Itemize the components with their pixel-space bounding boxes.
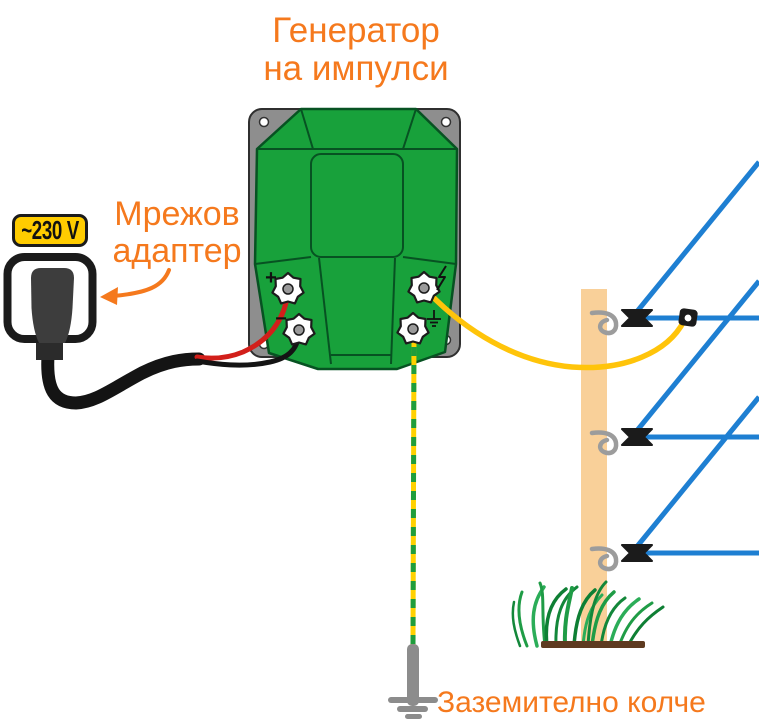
mains-adapter-label-line2: адаптер [112, 232, 242, 270]
stake-rod [407, 644, 419, 706]
hook-icon [589, 310, 619, 336]
grounding-stake [388, 644, 438, 719]
terminal-plus-label: + [265, 267, 277, 289]
generator-housing [253, 107, 459, 371]
arrow-curve [111, 268, 171, 298]
pulse-generator [248, 107, 461, 371]
terminal-earth-knob [396, 311, 430, 345]
terminal-plus-knob [271, 271, 305, 305]
terminal-fence-knob [407, 270, 441, 304]
ground-wire [410, 332, 417, 647]
screw-hole-icon [440, 116, 452, 128]
fence-wire-diagonal-3 [633, 395, 759, 551]
plug-stub [36, 343, 63, 360]
grounding-stake-label: Заземително колче [437, 686, 706, 719]
lightning-icon [436, 265, 447, 291]
fence-wire-diagonal-1 [633, 160, 759, 316]
mains-adapter-label: Мрежов адаптер [100, 196, 254, 270]
power-cable [41, 349, 206, 410]
wire-connector [678, 308, 698, 327]
plug-body [31, 268, 74, 343]
fence-wires [633, 160, 759, 556]
diagram-title: Генератор на импулси [246, 12, 466, 88]
voltage-badge: ~230 V [12, 214, 88, 247]
insulators [621, 309, 653, 562]
terminal-minus-label: − [275, 308, 287, 330]
mains-plug [3, 253, 206, 410]
insulator-icon [621, 437, 653, 446]
earth-symbol-line [397, 706, 428, 712]
insulator-hooks [589, 310, 619, 572]
mains-adapter-label-line1: Мрежов [114, 195, 240, 233]
adapter-arrow [100, 268, 171, 305]
arrow-head [100, 287, 118, 305]
soil-strip [541, 641, 645, 648]
insulator-icon [621, 309, 653, 318]
fence-wire-diagonal-2 [633, 279, 759, 435]
battery-plus-wire [194, 290, 291, 361]
earth-symbol-line [388, 697, 438, 703]
insulator-icon [621, 428, 653, 437]
hook-icon [589, 430, 619, 456]
screw-hole-icon [258, 116, 270, 128]
hook-icon [589, 546, 619, 572]
earth-symbol-line [405, 714, 422, 719]
voltage-badge-text: ~230 V [21, 215, 79, 245]
terminal-minus-knob [282, 312, 316, 346]
housing-facet-lines [254, 108, 457, 365]
diagram-title-line1: Генератор [272, 11, 440, 50]
insulator-icon [621, 318, 653, 327]
insulator-icon [621, 544, 653, 553]
insulator-icon [621, 553, 653, 562]
diagram-title-line2: на импулси [263, 49, 449, 88]
battery-minus-wire [194, 331, 302, 368]
generator-terminals: + − [265, 265, 447, 346]
fence-feed-wire [426, 290, 687, 371]
earth-icon [427, 310, 441, 327]
